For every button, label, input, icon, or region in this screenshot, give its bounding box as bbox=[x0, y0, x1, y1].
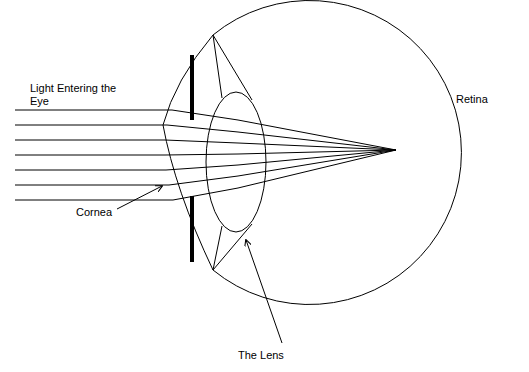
lens-leader bbox=[246, 240, 282, 343]
iris-bars bbox=[190, 55, 194, 262]
ligament-lines bbox=[213, 35, 252, 270]
lens-outline bbox=[206, 92, 266, 232]
eyeball-outline bbox=[213, 0, 461, 304]
lens-label: The Lens bbox=[238, 349, 308, 362]
retina-label: Retina bbox=[456, 93, 516, 106]
cornea-leader bbox=[117, 186, 162, 209]
cornea-outline bbox=[163, 35, 213, 270]
cornea-label: Cornea bbox=[76, 206, 126, 219]
light-label: Light Entering the Eye bbox=[30, 82, 122, 108]
light-rays bbox=[15, 110, 396, 200]
